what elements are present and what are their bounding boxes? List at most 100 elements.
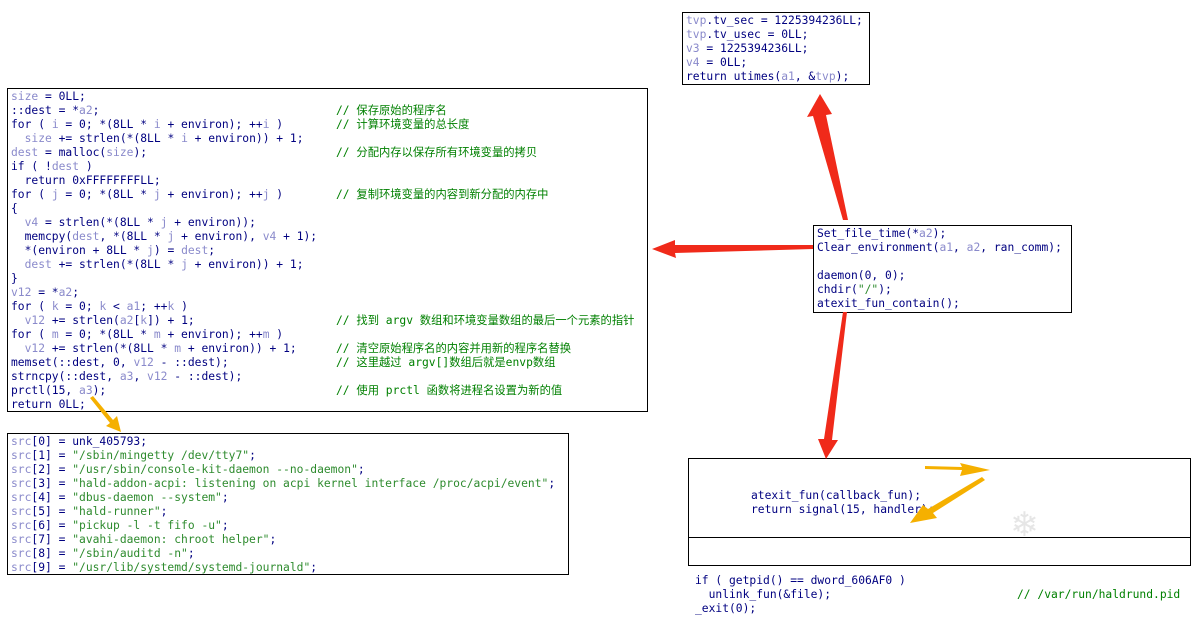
code-token: [6] =	[31, 519, 73, 532]
code-token: + environ); ++	[160, 188, 263, 201]
code-line: ::dest = *a2;// 保存原始的程序名	[11, 104, 644, 118]
code-line: size = 0LL;	[11, 90, 644, 104]
code-token: .tv_usec = 0LL;	[706, 28, 809, 41]
variable-token: v3	[686, 42, 700, 55]
variable-token: dest	[51, 160, 80, 173]
code-token: ;	[92, 104, 100, 117]
code-token: [0] = unk_405793;	[31, 435, 148, 448]
code-token	[11, 314, 25, 327]
code-token: memcpy(	[11, 230, 73, 243]
variable-token: j	[160, 216, 168, 229]
code-line: for ( j = 0; *(8LL * j + environ); ++j )…	[11, 188, 644, 202]
variable-token: a2	[966, 241, 981, 254]
code-token: ;	[548, 477, 556, 490]
arrow-to-set-file-time	[807, 94, 848, 220]
variable-token: m	[174, 342, 182, 355]
code-token: }	[11, 272, 18, 285]
code-line: tvp.tv_usec = 0LL;	[686, 28, 866, 42]
code-token: + environ); ++	[160, 118, 263, 131]
variable-token: v12	[24, 342, 46, 355]
code-line: v12 = *a2;	[11, 286, 644, 300]
string-token: "dbus-daemon --system"	[72, 491, 222, 504]
code-line: atexit_fun(callback_fun);	[751, 489, 1190, 503]
variable-token: v4	[24, 216, 39, 229]
code-token: = 0; *(8LL *	[58, 188, 154, 201]
code-line: dest += strlen(*(8LL * j + environ)) + 1…	[11, 258, 644, 272]
code-line: size += strlen(*(8LL * i + environ)) + 1…	[11, 132, 644, 146]
variable-token: i	[153, 118, 161, 131]
variable-token: k	[140, 314, 148, 327]
code-line: src[0] = unk_405793;	[11, 435, 565, 449]
code-token: _exit(0);	[695, 602, 757, 615]
code-line: return utimes(a1, &tvp);	[686, 70, 866, 84]
string-token: "pickup -l -t fifo -u"	[72, 519, 222, 532]
code-line: src[8] = "/sbin/auditd -n";	[11, 547, 565, 561]
code-token: + environ),	[174, 230, 263, 243]
string-token: "/sbin/auditd -n"	[72, 547, 188, 560]
variable-token: a1	[781, 70, 795, 83]
code-token: ;	[208, 244, 216, 257]
code-token: )	[174, 300, 188, 313]
variable-token: tvp	[686, 14, 707, 27]
code-token: ;	[187, 547, 195, 560]
variable-token: a3	[79, 384, 93, 397]
code-line: src[4] = "dbus-daemon --system";	[11, 491, 565, 505]
variable-token: size	[24, 132, 52, 145]
code-token: ,	[133, 370, 148, 383]
code-line: if ( !dest )	[11, 160, 644, 174]
variable-token: m	[153, 328, 161, 341]
variable-token: size	[11, 90, 39, 103]
code-token: += strlen(*(8LL *	[51, 258, 182, 271]
code-token: += strlen(*(8LL *	[51, 132, 182, 145]
variable-token: tvp	[686, 28, 707, 41]
code-token: ;	[160, 505, 168, 518]
code-line: for ( k = 0; k < a1; ++k )	[11, 300, 644, 314]
code-line: Set_file_time(*a2);	[817, 227, 1068, 241]
code-line: _exit(0);	[695, 602, 1190, 616]
code-line: memcpy(dest, *(8LL * j + environ), v4 + …	[11, 230, 644, 244]
atexit-code-block: atexit_fun(callback_fun);return signal(1…	[688, 458, 1191, 615]
code-token: = 0;	[58, 300, 100, 313]
code-token: = *	[31, 286, 59, 299]
code-line: src[2] = "/usr/sbin/console-kit-daemon -…	[11, 463, 565, 477]
code-token: ;	[221, 491, 229, 504]
code-line: src[9] = "/usr/lib/systemd/systemd-journ…	[11, 561, 565, 575]
code-token: );	[932, 227, 947, 240]
variable-token: src	[11, 519, 32, 532]
code-token: [2] =	[31, 463, 73, 476]
variable-token: src	[11, 533, 32, 546]
arrow-to-atexit	[818, 312, 847, 459]
code-token: [5] =	[31, 505, 73, 518]
variable-token: src	[11, 491, 32, 504]
variable-token: a2	[119, 314, 134, 327]
main-call-code-block: Set_file_time(*a2);Clear_environment(a1,…	[813, 225, 1072, 313]
code-comment: // 找到 argv 数组和环境变量数组的最后一个元素的指针	[336, 314, 635, 327]
variable-token: src	[11, 561, 32, 574]
code-token: + environ)) + 1;	[181, 342, 297, 355]
code-token	[11, 258, 25, 271]
code-token: [7] =	[31, 533, 73, 546]
code-line: prctl(15, a3);// 使用 prctl 函数将进程名设置为新的值	[11, 384, 644, 398]
variable-token: k	[51, 300, 59, 313]
code-token: atexit_fun(callback_fun);	[751, 489, 922, 502]
code-line: tvp.tv_sec = 1225394236LL;	[686, 14, 866, 28]
code-token: return signal(15, handler);	[751, 503, 935, 516]
code-token: )	[269, 188, 284, 201]
code-line: src[7] = "avahi-daemon: chroot helper";	[11, 533, 565, 547]
code-line: src[5] = "hald-runner";	[11, 505, 565, 519]
variable-token: v12	[147, 370, 168, 383]
watermark-logo: ❄	[1010, 505, 1043, 545]
code-line: v3 = 1225394236LL;	[686, 42, 866, 56]
code-line: Clear_environment(a1, a2, ran_comm);	[817, 241, 1068, 255]
string-token: "/"	[857, 283, 879, 296]
code-token: , ran_comm);	[980, 241, 1062, 254]
code-token: [4] =	[31, 491, 73, 504]
code-token: daemon(0, 0);	[817, 269, 906, 282]
variable-token: k	[167, 300, 175, 313]
code-token: for (	[11, 188, 52, 201]
code-token: )	[79, 160, 93, 173]
code-line: memset(::dest, 0, v12 - ::dest);// 这里越过 …	[11, 356, 644, 370]
variable-token: j	[181, 258, 188, 271]
variable-token: src	[11, 463, 32, 476]
code-token: , *(8LL *	[99, 230, 168, 243]
